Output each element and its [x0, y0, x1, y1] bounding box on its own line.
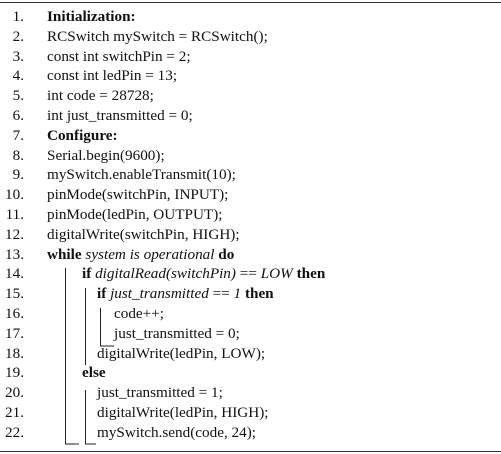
line-code: pinMode(ledPin, OUTPUT); — [47, 205, 223, 225]
code-token: then — [296, 265, 326, 283]
bottom-rule — [0, 451, 501, 452]
code-token: int code = 28728; — [47, 87, 154, 105]
code-token: digitalWrite(ledPin, HIGH); — [97, 404, 269, 421]
code-token: const int ledPin = 13; — [47, 67, 178, 85]
line-number: 12. — [5, 225, 24, 243]
line-code: const int switchPin = 2; — [47, 47, 191, 67]
line-number: 19. — [5, 364, 24, 382]
code-token: just_transmitted — [110, 285, 209, 303]
line-number: 13. — [5, 245, 24, 263]
line-code: Serial.begin(9600); — [47, 146, 165, 166]
code-token: 1 — [233, 285, 242, 303]
line-number: 17. — [5, 324, 24, 342]
line-code: mySwitch.send(code, 24); — [97, 423, 256, 443]
line-number: 11. — [5, 206, 24, 223]
code-token: just_transmitted = 1; — [97, 384, 223, 402]
code-token: digitalRead(switchPin) — [95, 265, 236, 283]
line-code: just_transmitted = 0; — [114, 324, 240, 344]
code-token: Serial.begin(9600); — [47, 146, 165, 164]
line-number: 1. — [12, 8, 24, 25]
line-code: if digitalRead(switchPin) == LOW then — [82, 264, 325, 284]
top-rule — [0, 2, 501, 3]
line-code: pinMode(switchPin, INPUT); — [47, 185, 228, 205]
line-code: Configure: — [47, 126, 118, 146]
line-code: digitalWrite(ledPin, LOW); — [97, 344, 265, 364]
code-token: if — [82, 265, 92, 283]
line-code: RCSwitch mySwitch = RCSwitch(); — [47, 27, 268, 47]
line-number: 2. — [12, 27, 24, 45]
code-token: code++; — [114, 305, 165, 322]
code-token: Configure: — [47, 126, 118, 144]
line-code: int just_transmitted = 0; — [47, 106, 193, 126]
code-token: mySwitch.enableTransmit(10); — [47, 166, 236, 184]
line-number: 10. — [5, 186, 24, 204]
while-block-guide — [65, 268, 79, 445]
line-code: if just_transmitted == 1 then — [97, 284, 274, 304]
code-token: system is operational — [85, 245, 215, 263]
line-number: 9. — [12, 166, 24, 184]
code-token: while — [47, 245, 82, 263]
line-number: 20. — [5, 384, 24, 402]
code-token: == — [208, 285, 234, 303]
line-number: 14. — [5, 265, 24, 283]
line-number: 6. — [12, 107, 24, 124]
line-number: 8. — [12, 146, 24, 164]
code-token: pinMode(ledPin, OUTPUT); — [47, 206, 223, 223]
inner-if-block-guide — [100, 308, 114, 347]
line-code: just_transmitted = 1; — [97, 383, 223, 403]
code-token: then — [244, 285, 274, 303]
code-token: just_transmitted = 0; — [114, 324, 240, 342]
line-code: code++; — [114, 304, 164, 324]
line-number: 4. — [12, 67, 24, 85]
line-code: int code = 28728; — [47, 86, 154, 106]
code-token: digitalWrite(switchPin, HIGH); — [47, 225, 240, 243]
line-code: else — [82, 363, 106, 383]
code-token: Initialization: — [47, 8, 136, 25]
else-block-guide — [85, 390, 96, 445]
code-token: RCSwitch mySwitch = RCSwitch(); — [47, 27, 268, 45]
code-token: else — [82, 364, 106, 382]
line-number: 21. — [5, 404, 24, 421]
line-code: while system is operational do — [47, 245, 234, 265]
code-token: == — [235, 265, 261, 283]
code-token: LOW — [260, 265, 293, 283]
line-number: 18. — [5, 344, 24, 362]
line-code: digitalWrite(switchPin, HIGH); — [47, 225, 240, 245]
line-number: 22. — [5, 423, 24, 441]
code-token: digitalWrite(ledPin, LOW); — [97, 344, 266, 362]
code-token: const int switchPin = 2; — [47, 47, 191, 65]
line-code: digitalWrite(ledPin, HIGH); — [97, 403, 268, 423]
line-code: mySwitch.enableTransmit(10); — [47, 165, 236, 185]
code-token: mySwitch.send(code, 24); — [97, 423, 257, 441]
line-code: Initialization: — [47, 7, 136, 27]
line-number: 5. — [12, 87, 24, 105]
line-number: 3. — [12, 47, 24, 65]
line-number: 15. — [5, 285, 24, 303]
code-token: pinMode(switchPin, INPUT); — [47, 186, 229, 204]
line-number: 16. — [5, 305, 24, 322]
code-token: int just_transmitted = 0; — [47, 107, 193, 124]
line-code: const int ledPin = 13; — [47, 66, 177, 86]
line-number: 7. — [12, 126, 24, 144]
code-token: if — [97, 285, 107, 303]
code-token: do — [218, 245, 235, 263]
